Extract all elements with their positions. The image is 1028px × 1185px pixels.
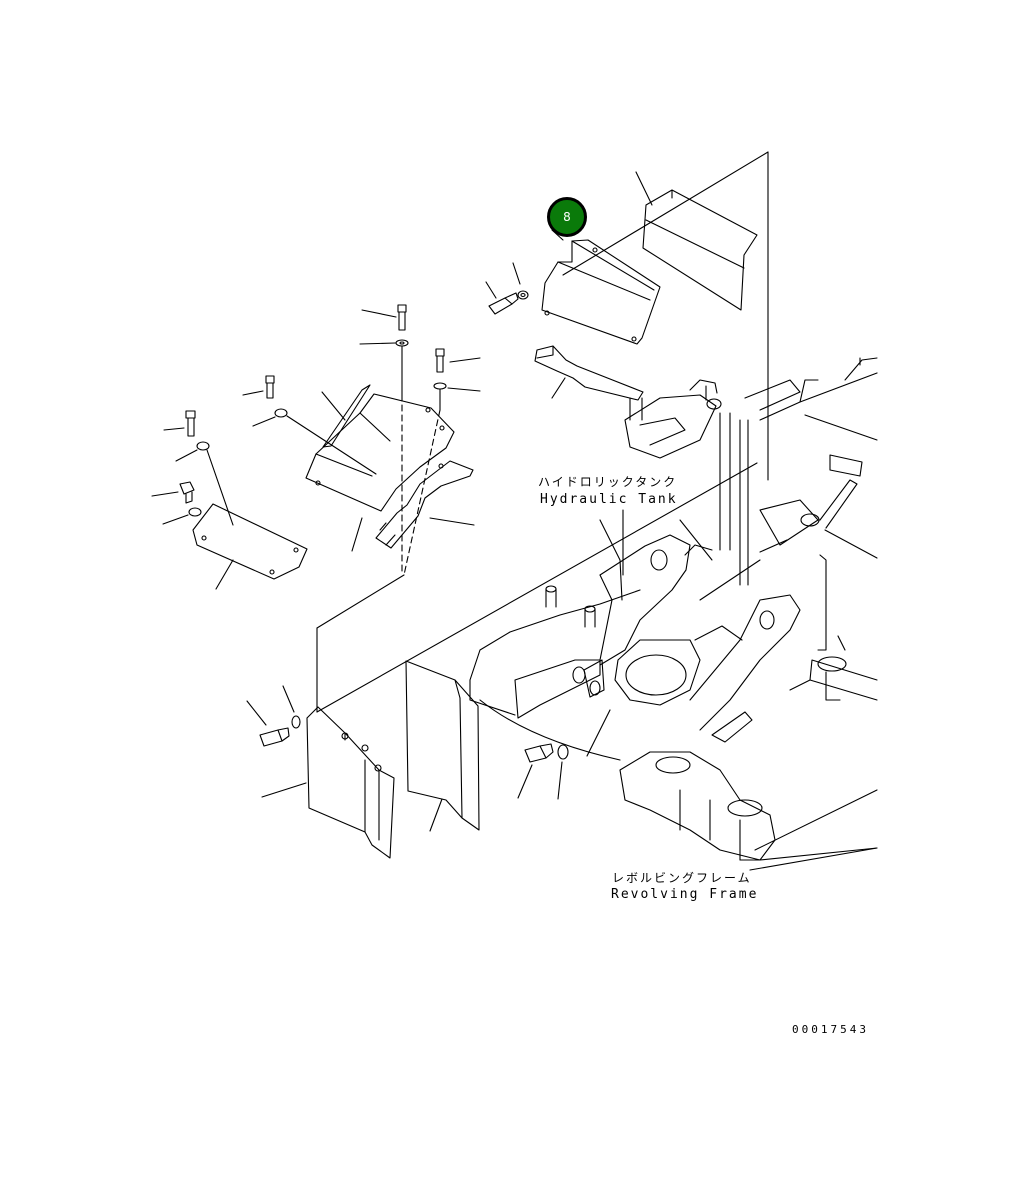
revolving-frame-label-jp: レボルビングフレーム bbox=[612, 871, 752, 885]
hydraulic-tank-label-jp: ハイドロリックタンク bbox=[538, 475, 678, 489]
bolt-washer-set-upper bbox=[485, 262, 529, 315]
left-hardware bbox=[151, 304, 481, 526]
revolving-frame-label-en: Revolving Frame bbox=[611, 887, 759, 902]
frame-leader-lines bbox=[517, 509, 878, 800]
drawing-number: 00017543 bbox=[792, 1023, 869, 1036]
hydraulic-tank-label-en: Hydraulic Tank bbox=[540, 492, 678, 507]
side-plate-right bbox=[405, 660, 480, 832]
assembly-guide-lines bbox=[316, 394, 758, 713]
callout-badge-8[interactable]: 8 bbox=[547, 197, 587, 237]
cover-plate-8 bbox=[541, 229, 661, 345]
top-cover-group bbox=[562, 151, 769, 481]
bracket-piece bbox=[534, 345, 644, 401]
middle-cover-plates bbox=[305, 384, 475, 552]
side-plate-left bbox=[246, 685, 395, 859]
lower-left-plate bbox=[192, 503, 308, 590]
revolving-frame bbox=[469, 357, 878, 871]
cover-plate bbox=[642, 189, 758, 311]
